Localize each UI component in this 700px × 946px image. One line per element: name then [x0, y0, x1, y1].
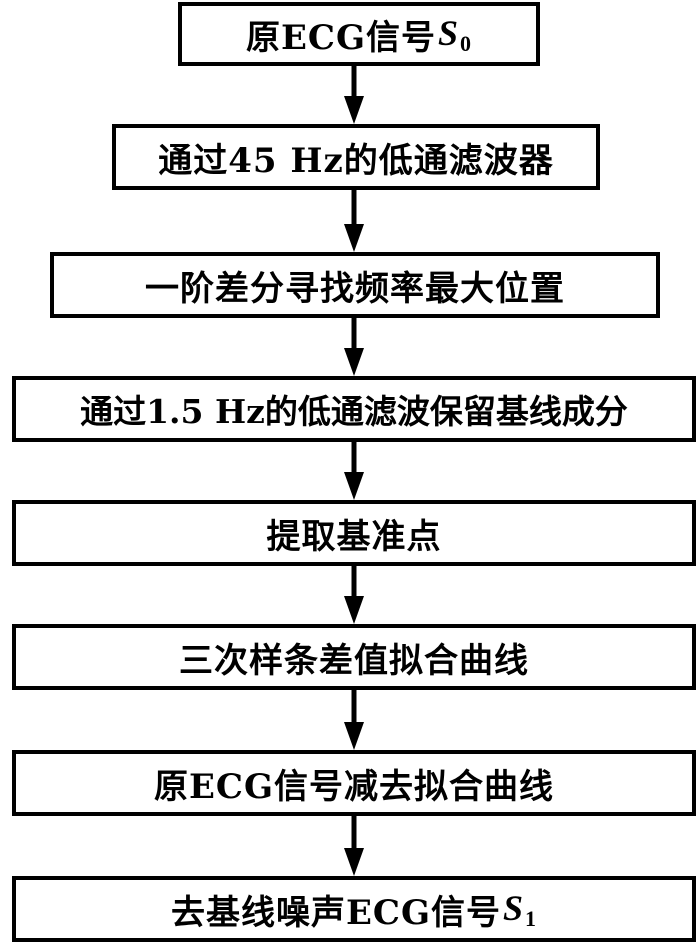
- step-label: 去基线噪声ECG信号: [170, 892, 501, 933]
- step-label: 原ECG信号: [245, 17, 436, 58]
- step-extract-reference-points: 提取基准点: [12, 500, 696, 566]
- step-label: 通过1.5 Hz的低通滤波保留基线成分: [80, 392, 628, 431]
- arrow-4: [344, 442, 364, 500]
- signal-variable: S0: [437, 12, 473, 56]
- step-cubic-spline-fit: 三次样条差值拟合曲线: [12, 624, 696, 690]
- arrow-1: [344, 66, 364, 124]
- step-label: 原ECG信号减去拟合曲线: [153, 766, 554, 807]
- step-original-ecg-signal: 原ECG信号 S0: [178, 2, 540, 66]
- arrow-2: [344, 190, 364, 252]
- step-label: 一阶差分寻找频率最大位置: [145, 268, 565, 309]
- arrow-5: [344, 566, 364, 624]
- step-label: 通过45 Hz的低通滤波器: [158, 140, 554, 181]
- arrow-3: [344, 318, 364, 376]
- step-subtract-fitted-curve: 原ECG信号减去拟合曲线: [12, 750, 696, 816]
- step-denoised-ecg-signal: 去基线噪声ECG信号 S1: [12, 876, 696, 942]
- step-first-difference: 一阶差分寻找频率最大位置: [50, 252, 660, 318]
- step-lowpass-1-5hz-baseline: 通过1.5 Hz的低通滤波保留基线成分: [12, 376, 696, 442]
- step-label: 三次样条差值拟合曲线: [179, 640, 529, 681]
- step-label: 提取基准点: [266, 516, 442, 557]
- step-lowpass-45hz: 通过45 Hz的低通滤波器: [112, 124, 600, 190]
- arrow-7: [344, 816, 364, 876]
- arrow-6: [344, 690, 364, 750]
- signal-variable: S1: [502, 887, 538, 931]
